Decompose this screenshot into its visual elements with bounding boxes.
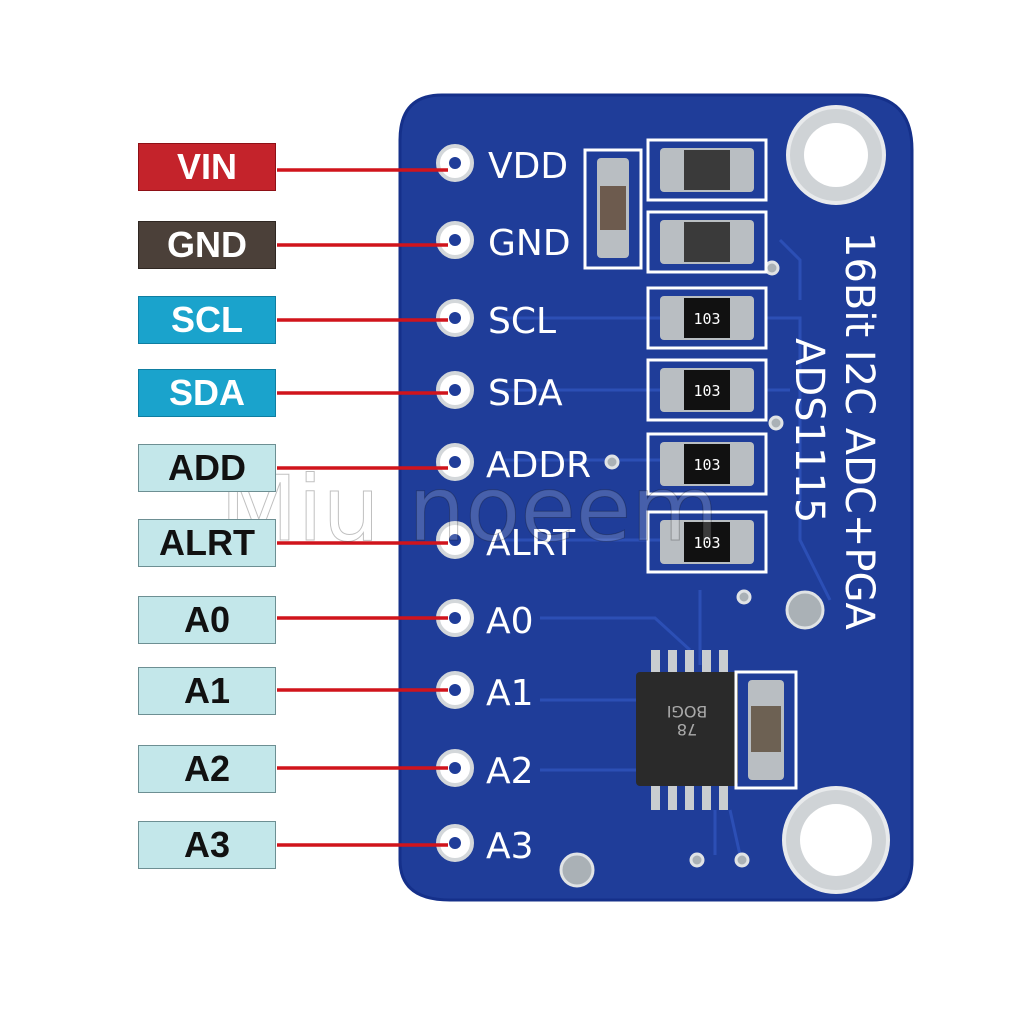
pin-label-a1: A1	[138, 667, 276, 715]
pin-label-alrt: ALRT	[138, 519, 276, 567]
vias	[559, 260, 825, 888]
pin-label-a2: A2	[138, 745, 276, 793]
mounting-hole-top	[786, 105, 886, 205]
pin-label-a0: A0	[138, 596, 276, 644]
pin-label-gnd: GND	[138, 221, 276, 269]
resistor-code: 103	[693, 382, 720, 400]
adc-chip: 78 BOGI	[636, 650, 738, 810]
silk-label-a1: A1	[486, 673, 534, 714]
resistor: 103	[646, 432, 768, 496]
resistor-array: 103 103 103 103	[646, 286, 768, 574]
pin-label-sda: SDA	[138, 369, 276, 417]
silk-label-a2: A2	[486, 751, 534, 792]
silk-label-vdd: VDD	[488, 146, 568, 187]
resistor-code: 103	[693, 456, 720, 474]
silk-label-gnd: GND	[488, 223, 571, 264]
pcb-traces	[490, 238, 832, 856]
silk-label-sda: SDA	[488, 373, 563, 414]
resistor: 103	[646, 358, 768, 422]
chip-marking-line2: BOGI	[667, 702, 707, 721]
capacitor-group	[583, 138, 768, 274]
chip-marking-line1: 78	[677, 720, 697, 739]
silk-label-a3: A3	[486, 826, 534, 867]
resistor-code: 103	[693, 310, 720, 328]
capacitor	[734, 670, 798, 790]
board-chip-name: ADS1115	[786, 338, 832, 523]
resistor-code: 103	[693, 534, 720, 552]
silk-label-scl: SCL	[488, 301, 556, 342]
board-title: 16Bit I2C ADC+PGA	[836, 232, 882, 630]
leader-lines	[277, 168, 448, 847]
silkscreen-pin-labels: VDD GND SCL SDA ADDR ALRT A0 A1 A2 A3	[486, 146, 591, 867]
pin-label-vin: VIN	[138, 143, 276, 191]
resistor: 103	[646, 286, 768, 350]
pin-label-add: ADD	[138, 444, 276, 492]
pin-label-scl: SCL	[138, 296, 276, 344]
resistor: 103	[646, 510, 768, 574]
silk-label-a0: A0	[486, 601, 534, 642]
pin-label-a3: A3	[138, 821, 276, 869]
mounting-hole-bottom	[782, 786, 890, 894]
silk-label-alrt: ALRT	[486, 523, 576, 564]
silk-label-addr: ADDR	[486, 445, 591, 486]
watermark: Miu noeem	[220, 457, 719, 562]
